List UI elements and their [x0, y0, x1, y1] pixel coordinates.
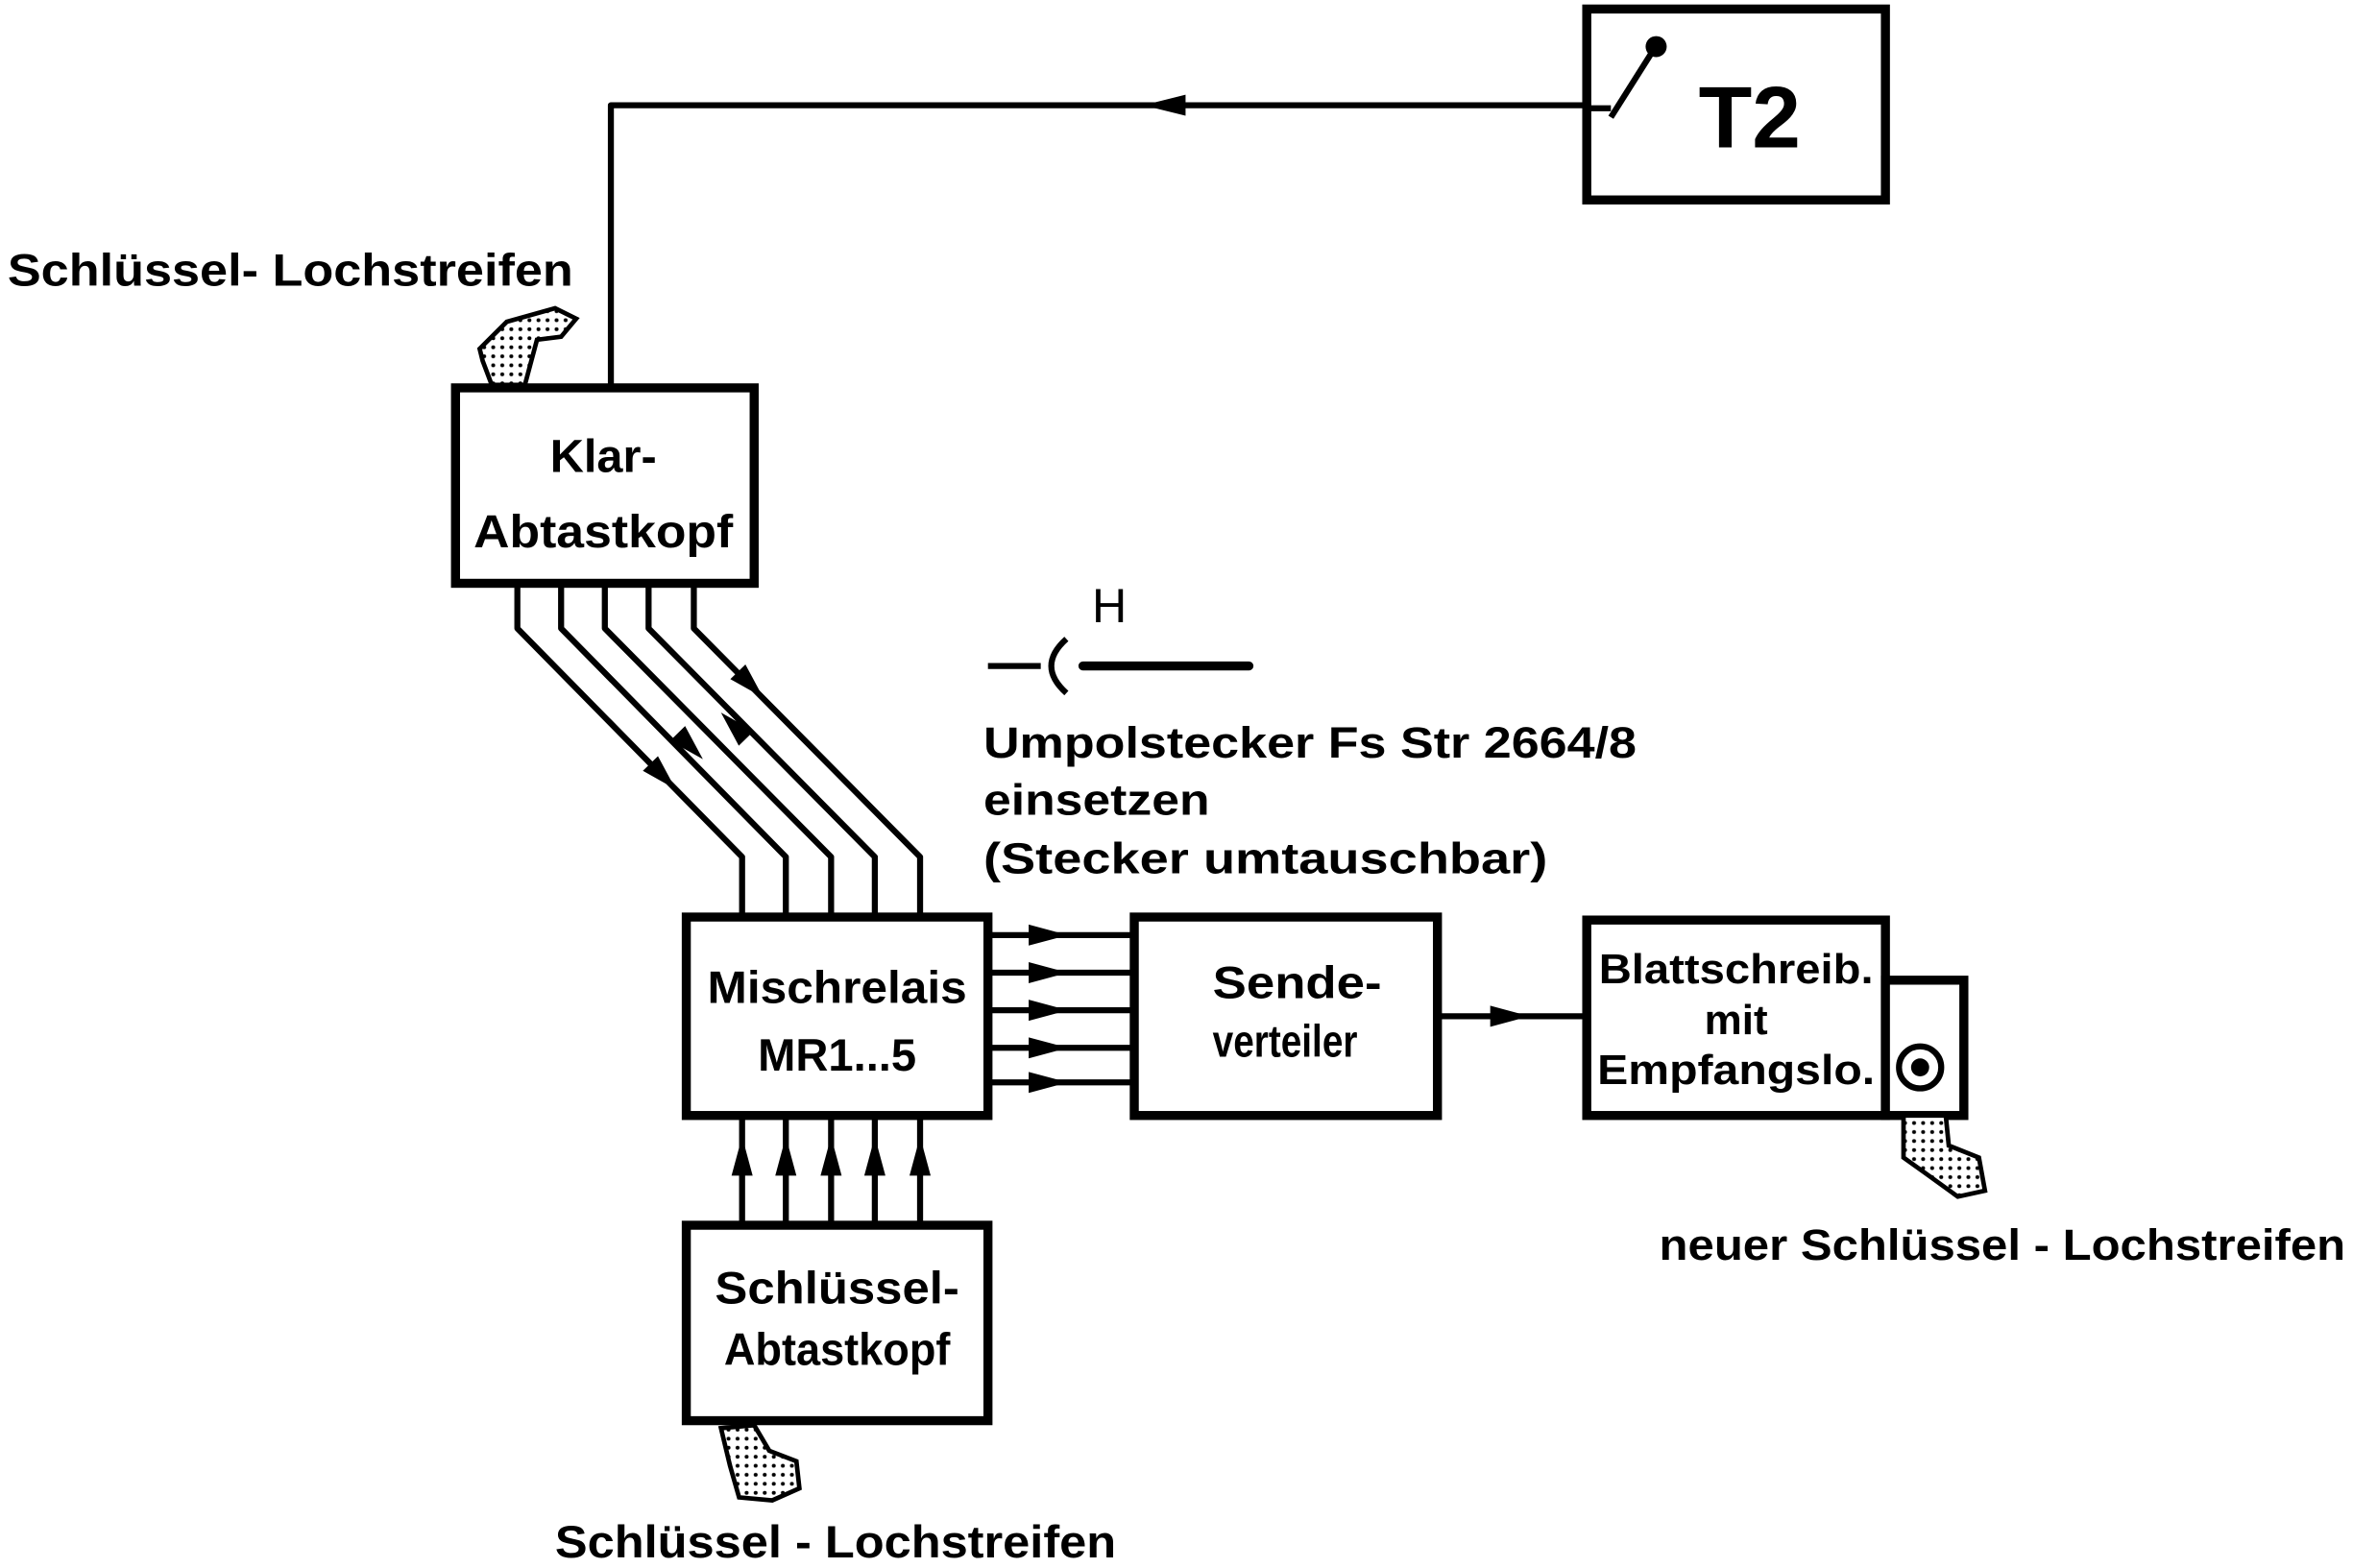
- arrow-up-left-icon: [720, 712, 754, 746]
- t2-label: T2: [1699, 70, 1801, 167]
- plug-instruction-line2: einsetzen: [983, 776, 1210, 825]
- arrow-up-icon: [863, 1136, 885, 1176]
- arrow-right-icon: [1029, 1000, 1068, 1022]
- key-tape-bottom-label: Schlüssel - Lochstreifen: [555, 1516, 1116, 1567]
- plug-icon: H: [987, 579, 1254, 696]
- klar-to-mixer-bus: [514, 583, 924, 918]
- sendeverteiler-box: Sende- verteiler: [1129, 912, 1443, 1121]
- arrow-down-right-icon: [730, 663, 764, 698]
- distributor-line2: verteiler: [1213, 1016, 1358, 1067]
- bus-line: [601, 583, 835, 918]
- teleprinter-line3: Empfangslo.: [1597, 1047, 1875, 1094]
- arrow-right-icon: [1029, 1037, 1068, 1059]
- bus-line: [514, 583, 745, 918]
- punched-tape-icon: [1901, 1113, 1988, 1199]
- key-tape-top-label: Schlüssel- Lochstreifen: [8, 245, 573, 296]
- klar-abtastkopf-box: Klar- Abtastkopf: [450, 383, 759, 589]
- t2-to-klar-wire: [607, 94, 1588, 388]
- target-icon: [1896, 1043, 1945, 1092]
- bus-line: [691, 583, 924, 918]
- teleprinter-line2: mit: [1705, 997, 1768, 1044]
- bus-line: [645, 583, 879, 918]
- bus-line: [558, 583, 789, 918]
- plug-instruction-line1: Umpolstecker Fs Str 2664/8: [983, 718, 1637, 767]
- arrow-up-icon: [820, 1136, 842, 1176]
- schluessel-abtastkopf-box: Schlüssel- Abtastkopf: [681, 1220, 993, 1426]
- key-head-line1: Schlüssel-: [715, 1263, 958, 1314]
- distributor-line1: Sende-: [1213, 957, 1382, 1008]
- switch-icon: [1587, 36, 1667, 119]
- mixer-to-distributor-bus: [987, 924, 1135, 1094]
- mixer-line1: Mischrelais: [708, 961, 967, 1012]
- arrow-up-icon: [775, 1136, 797, 1176]
- mixer-line2: MR1...5: [758, 1029, 916, 1080]
- arrow-right-icon: [1490, 1005, 1530, 1027]
- new-key-tape-label: neuer Schlüssel - Lochstreifen: [1660, 1220, 2346, 1269]
- punched-tape-icon: [476, 305, 580, 388]
- arrow-down-right-icon: [643, 756, 676, 789]
- blattschreiber-box: Blattschreib. mit Empfangslo.: [1582, 915, 1969, 1121]
- arrow-left-icon: [1143, 94, 1186, 116]
- t2-box: T2: [1582, 4, 1890, 205]
- klar-head-line1: Klar-: [550, 431, 657, 483]
- arrow-right-icon: [1029, 924, 1068, 946]
- arrow-up-icon: [731, 1136, 753, 1176]
- key-head-to-mixer-bus: [731, 1115, 932, 1226]
- plug-instruction-line3: (Stecker umtauschbar): [983, 834, 1547, 883]
- teleprinter-line1: Blattschreib.: [1599, 946, 1874, 993]
- mischrelais-box: Mischrelais MR1...5: [681, 912, 993, 1121]
- arrow-down-right-icon: [669, 726, 703, 760]
- arrow-right-icon: [1029, 962, 1068, 983]
- key-head-line2: Abtastkopf: [724, 1324, 951, 1375]
- punched-tape-icon: [717, 1422, 802, 1503]
- arrow-right-icon: [1029, 1072, 1068, 1094]
- klar-head-line2: Abtastkopf: [473, 506, 734, 558]
- plug-symbol-label: H: [1092, 579, 1127, 633]
- distributor-to-teleprinter-wire: [1437, 1005, 1588, 1027]
- arrow-up-icon: [910, 1136, 932, 1176]
